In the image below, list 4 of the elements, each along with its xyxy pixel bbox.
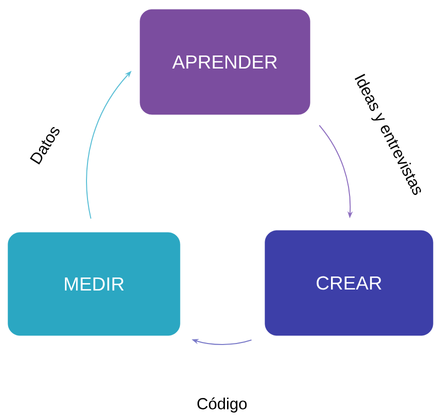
edge-label: Código (197, 397, 247, 413)
process-box: CREAR (264, 230, 434, 336)
process-box: APRENDER (140, 9, 310, 115)
process-box: MEDIR (8, 232, 180, 336)
